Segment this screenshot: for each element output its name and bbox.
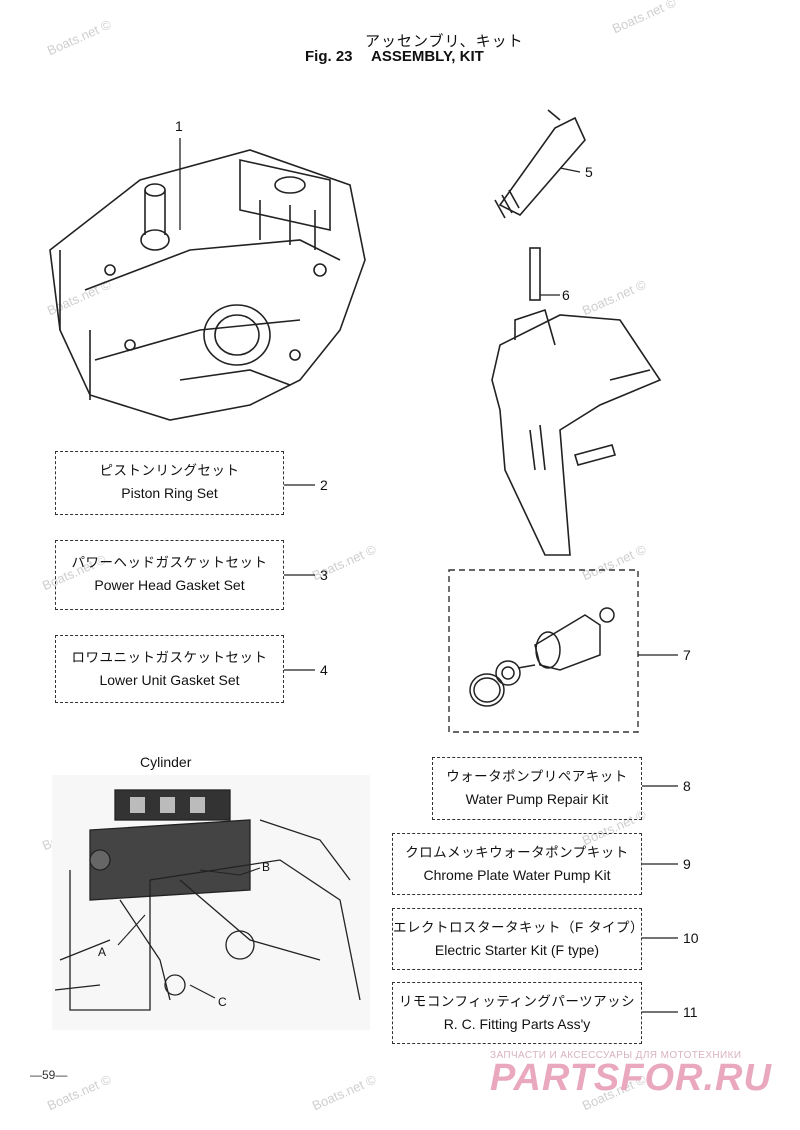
cylinder-label-c: C xyxy=(218,995,227,1009)
callout-number-7: 7 xyxy=(683,647,691,663)
page-title: ASSEMBLY, KIT xyxy=(371,48,484,65)
kit-name-jp: リモコンフィッティングパーツアッシ xyxy=(398,994,636,1009)
kit-name-jp: ウォータポンプリペアキット xyxy=(446,769,628,784)
cylinder-heading: Cylinder xyxy=(140,754,192,770)
kit-box-piston-ring-set: ピストンリングセット Piston Ring Set xyxy=(55,451,284,515)
kit-box-power-head-gasket-set: パワーヘッドガスケットセット Power Head Gasket Set xyxy=(55,540,284,610)
brand-watermark: ЗАПЧАСТИ И АКСЕССУАРЫ ДЛЯ МОТОТЕХНИКИ PA… xyxy=(490,1050,772,1100)
kit-name-jp: ピストンリングセット xyxy=(99,463,240,478)
lower-unit-drawing xyxy=(491,247,662,556)
kit-name-en: Water Pump Repair Kit xyxy=(465,791,609,807)
callout-number-9: 9 xyxy=(683,856,691,872)
kit-box-water-pump-repair-kit: ウォータポンプリペアキット Water Pump Repair Kit xyxy=(432,757,642,820)
cylinder-label-b: B xyxy=(262,860,271,874)
callout-leader-5 xyxy=(559,167,581,173)
callout-number-2: 2 xyxy=(320,477,328,493)
kit-name-jp: クロムメッキウォータポンプキット xyxy=(405,845,629,860)
kit-name-en: R. C. Fitting Parts Ass'y xyxy=(443,1016,591,1032)
cylinder-photo-drawing xyxy=(52,775,370,1030)
driveshaft-part-drawing xyxy=(494,109,586,219)
kit-name-jp: ロワユニットガスケットセット xyxy=(71,650,268,665)
callout-number-3: 3 xyxy=(320,567,328,583)
callout-number-5: 5 xyxy=(585,164,593,180)
kit-name-en: Power Head Gasket Set xyxy=(94,577,245,593)
kit-box-electric-starter-kit: エレクトロスタータキット（F タイプ） Electric Starter Kit… xyxy=(392,908,644,970)
callout-number-1: 1 xyxy=(175,118,183,134)
kit-box-rc-fitting-parts-assy: リモコンフィッティングパーツアッシ R. C. Fitting Parts As… xyxy=(392,982,642,1044)
callout-number-4: 4 xyxy=(320,662,328,678)
callout-number-6: 6 xyxy=(562,287,570,303)
cylinder-label-a: A xyxy=(98,945,107,959)
kit-name-en: Piston Ring Set xyxy=(121,485,218,501)
kit-name-en: Chrome Plate Water Pump Kit xyxy=(423,867,611,883)
kit-name-en: Electric Starter Kit (F type) xyxy=(434,942,600,958)
kit-box-chrome-plate-water-pump-kit: クロムメッキウォータポンプキット Chrome Plate Water Pump… xyxy=(392,833,642,895)
page-number: —59— xyxy=(30,1068,68,1082)
callout-number-10: 10 xyxy=(683,930,699,946)
kit-name-en: Lower Unit Gasket Set xyxy=(99,672,240,688)
figure-label: Fig. 23 xyxy=(305,48,353,65)
brand-logo-text: PARTSFOR.RU xyxy=(490,1057,772,1099)
powerhead-block-drawing xyxy=(49,149,366,421)
callout-number-8: 8 xyxy=(683,778,691,794)
title-japanese: アッセンブリ、キット xyxy=(365,32,524,50)
kit-name-jp: パワーヘッドガスケットセット xyxy=(71,555,268,570)
brand-tagline: ЗАПЧАСТИ И АКСЕССУАРЫ ДЛЯ МОТОТЕХНИКИ xyxy=(490,1050,742,1061)
kit-name-jp: エレクトロスタータキット（F タイプ） xyxy=(393,920,644,935)
kit-box-lower-unit-gasket-set: ロワユニットガスケットセット Lower Unit Gasket Set xyxy=(55,635,284,703)
water-pump-parts-drawing xyxy=(469,607,615,707)
water-pump-kit-box xyxy=(448,569,639,733)
callout-number-11: 11 xyxy=(683,1004,698,1020)
